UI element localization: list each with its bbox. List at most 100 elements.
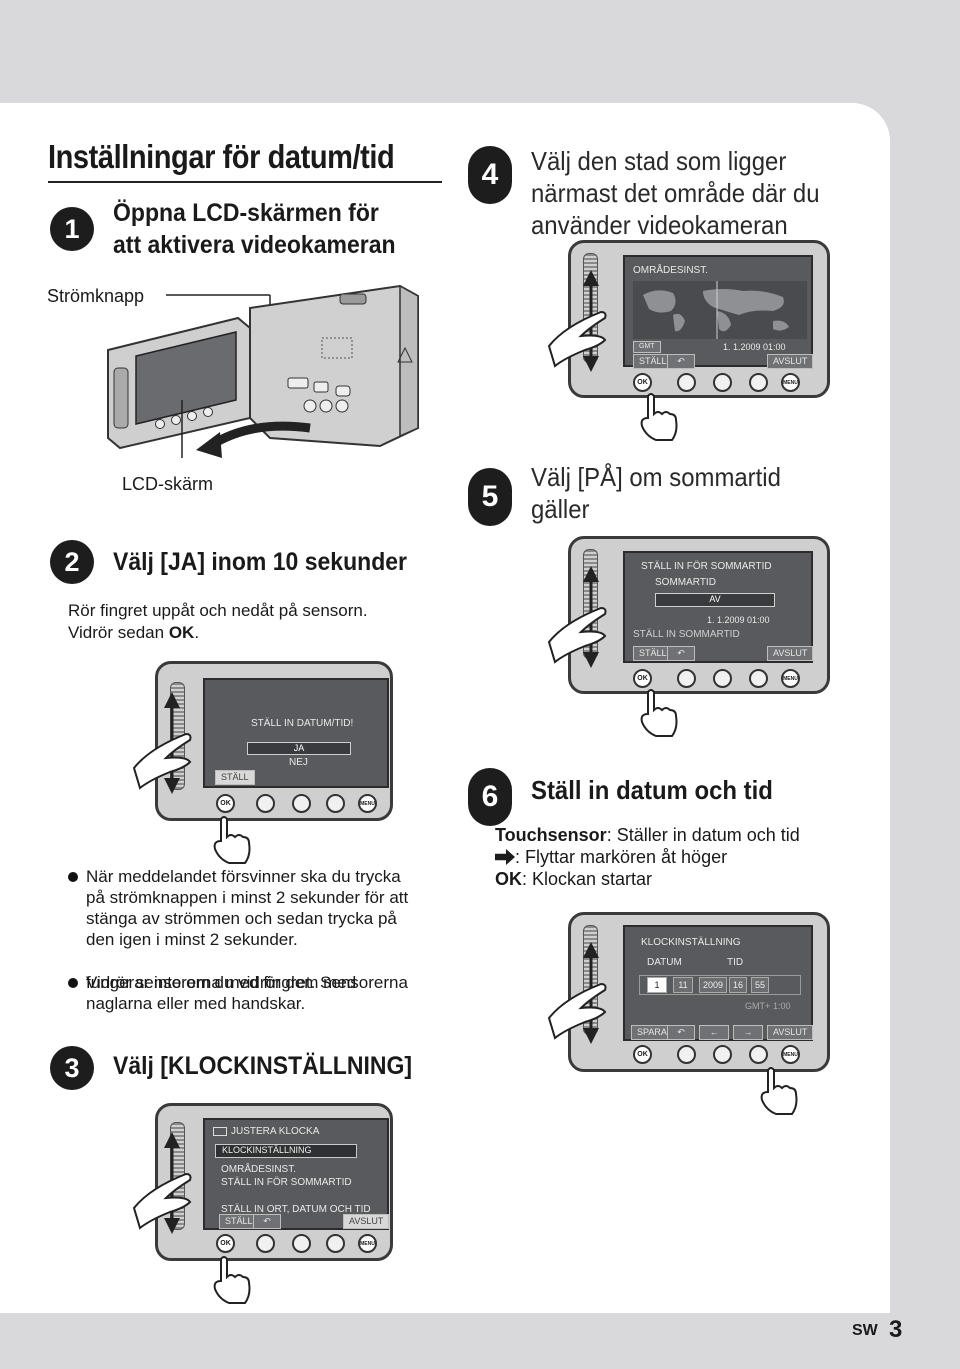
note-2-line1: Vidrör sensorerna med fingret. Sensorern… [66, 972, 960, 993]
world-map [633, 281, 807, 339]
step-3-heading: Välj [KLOCKINSTÄLLNING] [113, 1052, 412, 1080]
menu-button[interactable]: MENU [358, 794, 377, 813]
menu-button[interactable]: MENU [781, 669, 800, 688]
tid-label: TID [727, 957, 744, 968]
device-button[interactable] [749, 373, 768, 392]
minute-field[interactable]: 55 [751, 977, 769, 993]
back-button[interactable]: ↶ [667, 354, 695, 369]
lcd-screen-label: LCD-skärm [122, 474, 214, 494]
device-button[interactable] [256, 1234, 275, 1253]
step-4-badge: 4 [468, 146, 512, 204]
hand-press-icon [640, 393, 678, 441]
finger-swipe-icon [547, 942, 607, 1044]
step-2-badge: 2 [50, 540, 94, 584]
note-2-line2: fungerar inte om du vidrör dem med [86, 973, 357, 992]
device-button[interactable] [749, 669, 768, 688]
device-button[interactable] [677, 1045, 696, 1064]
step-2-heading: Välj [JA] inom 10 sekunder [113, 548, 407, 576]
day-field[interactable]: 1 [647, 977, 667, 993]
lcd-screen: STÄLL IN DATUM/TID! JA NEJ STÄLL [203, 678, 389, 788]
menu-item-dst[interactable]: STÄLL IN FÖR SOMMARTID [221, 1177, 352, 1188]
device-button[interactable] [713, 1045, 732, 1064]
device-button[interactable] [292, 794, 311, 813]
device-panel-step4: OMRÅDESINST. GMT 1. 1.2009 01:00 STÄLL ↶… [568, 240, 830, 398]
step-1-heading-line2: att aktivera videokameran [113, 231, 396, 259]
avslut-button[interactable]: AVSLUT [767, 1025, 814, 1040]
step-5-heading-line2: gäller [531, 494, 590, 524]
lcd-screen: STÄLL IN FÖR SOMMARTID SOMMARTID AV 1. 1… [623, 551, 814, 663]
avslut-button[interactable]: AVSLUT [343, 1214, 390, 1229]
clock-icon [213, 1126, 227, 1136]
gmt-label: GMT [633, 341, 661, 353]
power-button-label: Strömknapp [47, 286, 145, 306]
device-button[interactable] [713, 373, 732, 392]
lcd-screen: JUSTERA KLOCKA KLOCKINSTÄLLNING OMRÅDESI… [203, 1118, 390, 1230]
device-button[interactable] [326, 794, 345, 813]
step-6-badge: 6 [468, 768, 512, 826]
lcd-screen: KLOCKINSTÄLLNING DATUM TID 1 11 2009 16 … [623, 925, 814, 1041]
menu-button[interactable]: MENU [781, 1045, 800, 1064]
ok-button[interactable]: OK [216, 1234, 235, 1253]
hand-press-icon [213, 1256, 251, 1304]
avslut-button[interactable]: AVSLUT [767, 646, 814, 661]
ok-button[interactable]: OK [633, 669, 652, 688]
device-button[interactable] [677, 669, 696, 688]
year-field[interactable]: 2009 [699, 977, 727, 993]
ok-button[interactable]: OK [633, 1045, 652, 1064]
finger-swipe-icon [132, 692, 192, 794]
device-button[interactable] [713, 669, 732, 688]
ok-button[interactable]: OK [633, 373, 652, 392]
stall-button[interactable]: STÄLL [215, 770, 255, 785]
title-rule [48, 181, 442, 183]
finger-swipe-icon [547, 566, 607, 668]
step-6-line1: Touchsensor: Ställer in datum och tid [495, 825, 800, 845]
menu-button[interactable]: MENU [781, 373, 800, 392]
device-button[interactable] [326, 1234, 345, 1253]
dst-value[interactable]: AV [655, 593, 775, 607]
note-1-line4: den igen i minst 2 sekunder. [86, 930, 298, 949]
page-title: Inställningar för datum/tid [48, 138, 395, 175]
gmt-label: GMT+ [745, 1001, 771, 1011]
menu-header: JUSTERA KLOCKA [213, 1126, 319, 1137]
arrow-right-icon [495, 849, 515, 865]
left-arrow-button[interactable]: ← [699, 1025, 729, 1040]
ok-button[interactable]: OK [216, 794, 235, 813]
back-button[interactable]: ↶ [253, 1214, 281, 1229]
step-6-line2: : Flyttar markören åt höger [495, 847, 727, 868]
menu-item-clock-setting[interactable]: KLOCKINSTÄLLNING [215, 1144, 357, 1158]
gmt-value: 1:00 [773, 1001, 791, 1011]
device-button[interactable] [749, 1045, 768, 1064]
hand-press-icon [760, 1067, 798, 1115]
note-1-line1: När meddelandet försvinner ska du trycka [66, 866, 960, 887]
month-field[interactable]: 11 [673, 977, 693, 993]
lcd-screen: OMRÅDESINST. GMT 1. 1.2009 01:00 STÄLL ↶… [623, 255, 814, 369]
device-panel-step5: STÄLL IN FÖR SOMMARTID SOMMARTID AV 1. 1… [568, 536, 830, 694]
step-3-badge: 3 [50, 1046, 94, 1090]
device-button[interactable] [292, 1234, 311, 1253]
hand-press-icon [213, 816, 251, 864]
page-number: 3 [889, 1316, 903, 1343]
menu-button[interactable]: MENU [358, 1234, 377, 1253]
step-2-text-line1: Rör fingret uppåt och nedåt på sensorn. [68, 601, 368, 620]
footer-band [0, 1313, 960, 1369]
option-no[interactable]: NEJ [289, 757, 308, 768]
avslut-button[interactable]: AVSLUT [767, 354, 814, 369]
step-1-heading-line1: Öppna LCD-skärmen för [113, 199, 379, 227]
menu-footer: STÄLL IN ORT, DATUM OCH TID [221, 1204, 371, 1215]
dst-title: STÄLL IN FÖR SOMMARTID [641, 561, 772, 572]
step-4-heading-line3: använder videokameran [531, 210, 788, 240]
menu-item-area[interactable]: OMRÅDESINST. [221, 1164, 297, 1175]
hand-press-icon [640, 689, 678, 737]
step-1-badge: 1 [50, 207, 94, 251]
back-button[interactable]: ↶ [667, 1025, 695, 1040]
dst-footer: STÄLL IN SOMMARTID [633, 629, 740, 640]
option-yes[interactable]: JA [247, 742, 351, 755]
area-datetime: 1. 1.2009 01:00 [723, 342, 786, 352]
device-button[interactable] [256, 794, 275, 813]
right-arrow-button[interactable]: → [733, 1025, 763, 1040]
clock-title: KLOCKINSTÄLLNING [641, 937, 741, 948]
device-button[interactable] [677, 373, 696, 392]
area-title: OMRÅDESINST. [633, 265, 709, 276]
back-button[interactable]: ↶ [667, 646, 695, 661]
hour-field[interactable]: 16 [729, 977, 747, 993]
